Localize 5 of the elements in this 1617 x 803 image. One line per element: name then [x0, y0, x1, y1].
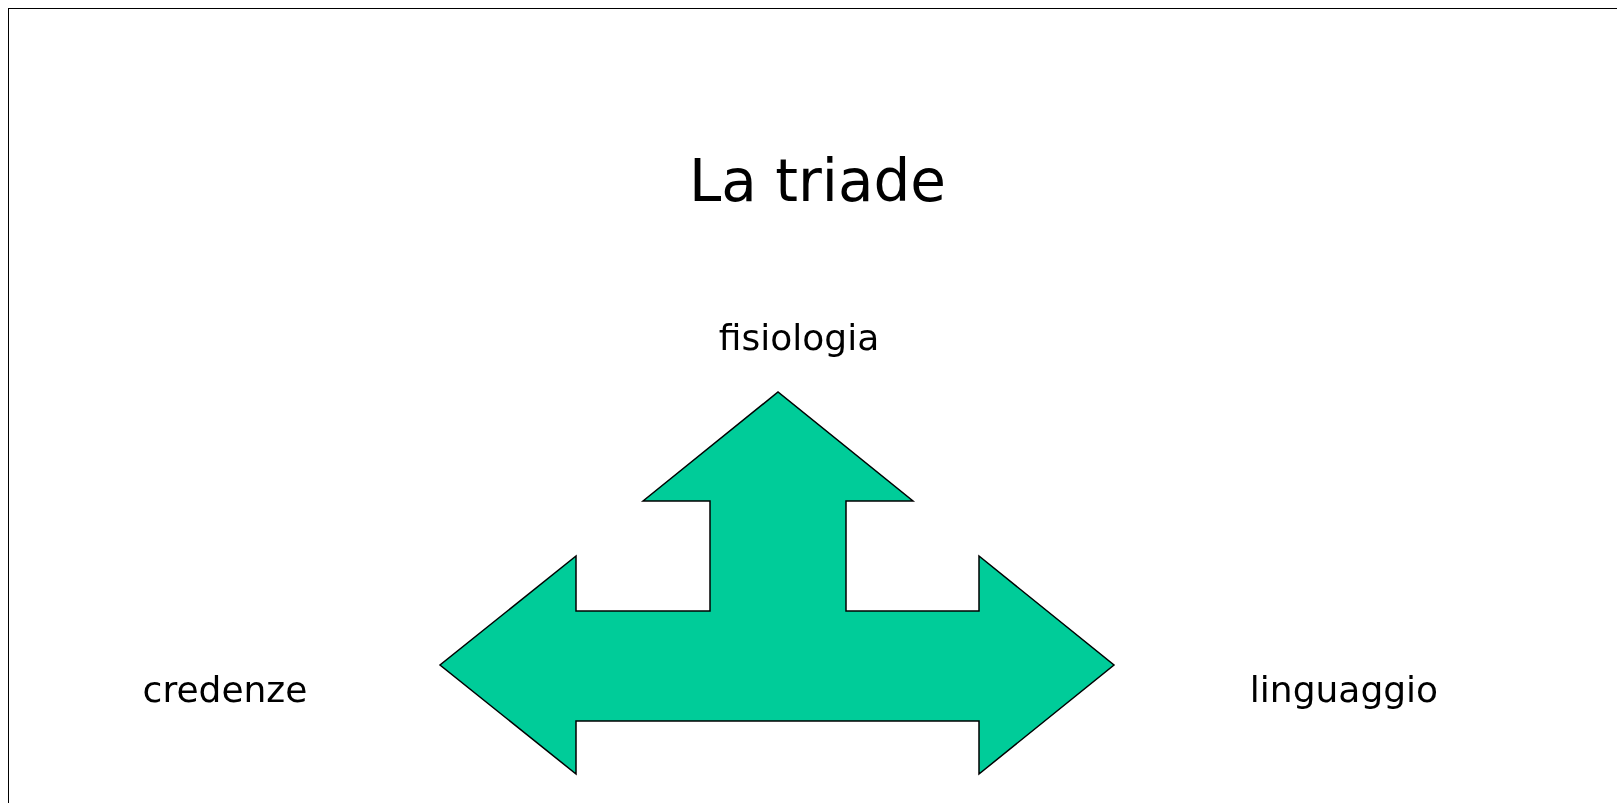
- concept-label: fisiologia: [699, 316, 899, 360]
- title: La triade: [687, 147, 947, 215]
- three-way-arrow: [438, 391, 1116, 776]
- concept-label: linguaggio: [1216, 668, 1472, 712]
- concept-label: credenze: [110, 668, 340, 712]
